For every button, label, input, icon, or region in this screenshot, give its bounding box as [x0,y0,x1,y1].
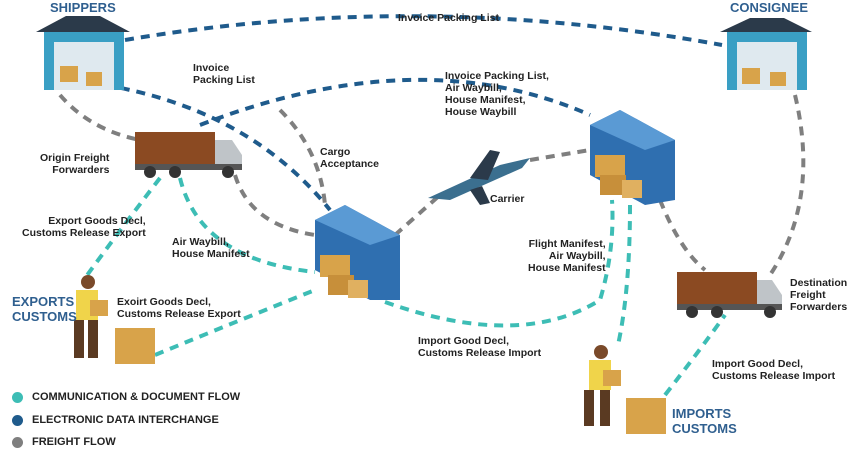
label-origin-ff: Origin Freight Forwarders [40,152,110,176]
legend-dot-icon [12,414,23,426]
comm-container-right [384,199,615,328]
freight-plane-container [529,148,591,162]
shipper-warehouse-icon [36,16,130,90]
label-flight-manifest: Flight Manifest, Air Waybill, House Mani… [528,238,606,274]
freight-shipper-truck [58,93,141,142]
label-destination-ff: Destination Freight Forwarders [790,277,848,313]
center-container-icon [315,205,400,300]
freight-consignee-truck [768,94,806,277]
label-export-decl: Export Goods Decl, Customs Release Expor… [22,215,146,239]
legend-item-edi: ELECTRONIC DATA INTERCHANGE [12,414,219,426]
legend-item-freight: FREIGHT FLOW [12,436,116,448]
label-air-waybill: Air Waybill, House Manifest [172,236,250,260]
exports-customs-title: EXPORTS CUSTOMS [12,294,77,324]
origin-truck-icon [135,132,242,178]
exports-box-icon [115,328,155,364]
destination-truck-icon [677,272,782,318]
shippers-title: SHIPPERS [50,0,116,15]
edi-forwarder-right-container [199,77,591,127]
imports-person-icon [584,345,621,426]
freight-cargo-acceptance [278,108,327,206]
label-import-right: Import Good Decl, Customs Release Import [712,358,836,382]
label-invoice-left: Invoice Packing List [193,62,255,86]
legend-dot-icon [12,391,23,403]
exports-person-icon [74,275,108,358]
edi-shipper-consignee [124,14,723,47]
legend-item-communication: COMMUNICATION & DOCUMENT FLOW [12,391,240,403]
legend-label: ELECTRONIC DATA INTERCHANGE [32,414,219,426]
label-import-center: Import Good Decl, Customs Release Import [418,335,542,359]
legend-dot-icon [12,436,23,448]
comm-right-imports [616,204,632,346]
legend-label: COMMUNICATION & DOCUMENT FLOW [32,391,241,403]
comm-box-container [154,288,316,357]
comm-imports-truck [663,313,727,397]
imports-customs-title: IMPORTS CUSTOMS [672,406,737,436]
imports-box-icon [626,398,666,434]
legend-label: FREIGHT FLOW [32,436,116,448]
airplane-icon [428,150,530,205]
freight-container-plane [393,193,442,237]
label-cargo-acceptance: Cargo Acceptance [320,146,379,170]
label-invoice-multi: Invoice Packing List, Air Waybill, House… [445,70,549,118]
label-carrier: Carrier [490,193,525,205]
label-exoirt-decl: Exoirt Goods Decl, Customs Release Expor… [117,296,241,320]
consignee-title: CONSIGNEE [730,0,809,15]
freight-truck-container [233,174,316,237]
comm-truck-container [178,177,316,274]
right-container-icon [590,110,675,205]
comm-truck-exports [83,176,162,280]
consignee-warehouse-icon [720,18,812,90]
freight-container-truck [658,199,707,272]
edi-shipper-container [104,83,332,212]
label-invoice-top: Invoice Packing List [398,12,499,24]
